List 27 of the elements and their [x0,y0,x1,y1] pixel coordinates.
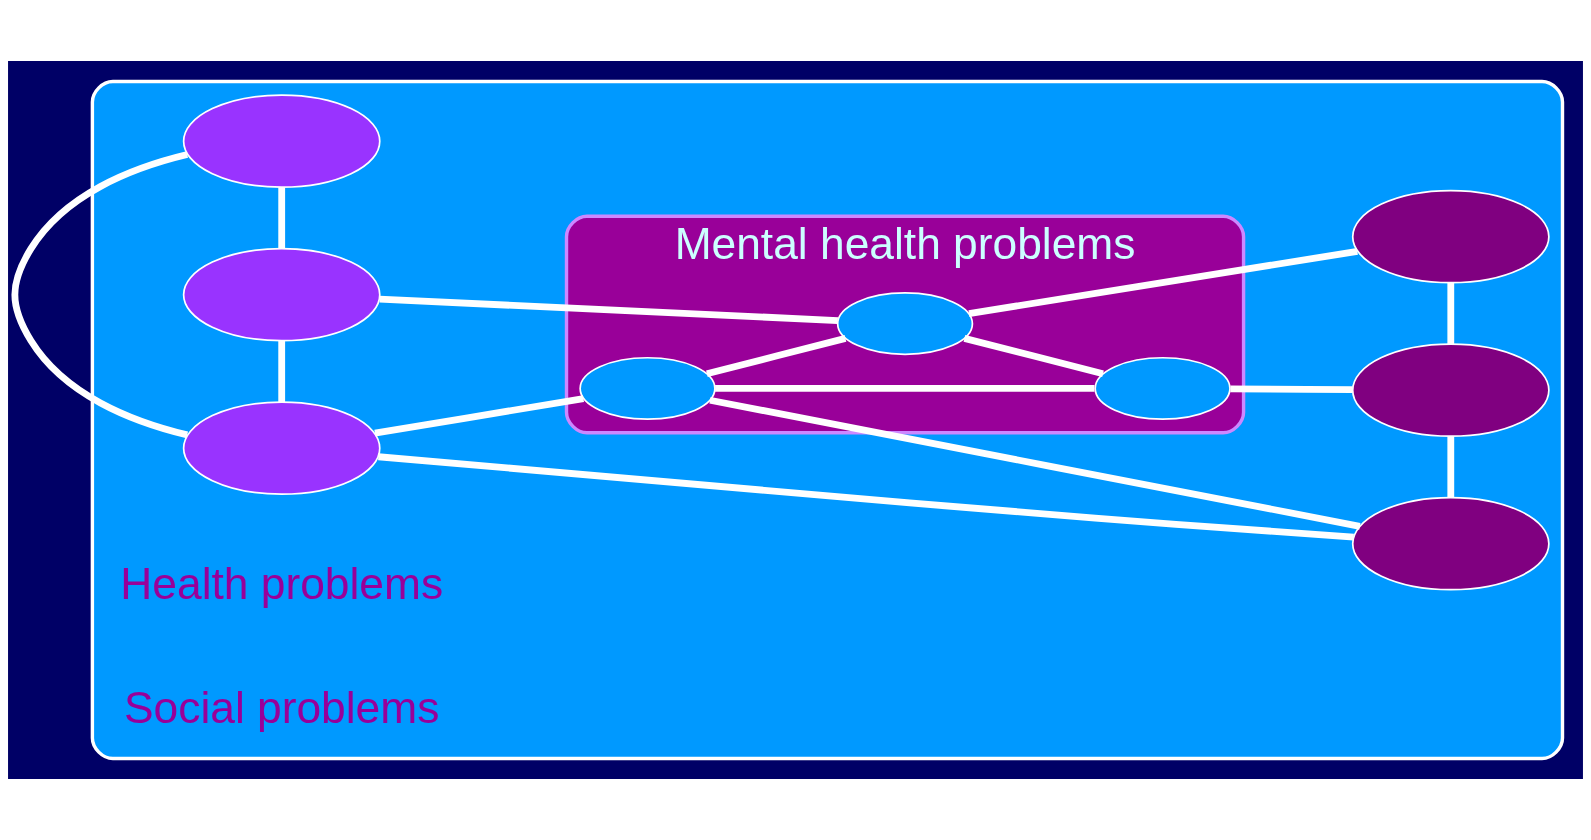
node-ellipse [182,247,381,342]
node-ellipse [1351,496,1550,591]
connector [715,385,1095,392]
node-ellipse [1351,343,1550,438]
node-ellipse [836,292,974,356]
connector [1447,436,1455,498]
connector [278,340,286,402]
connector [11,151,189,439]
connector [968,248,1358,318]
connector [706,335,847,378]
connector [278,187,286,249]
connector [709,396,1361,530]
connector [379,295,838,324]
label: Social problems [124,683,440,733]
node-ellipse [1094,356,1231,420]
connector [963,335,1104,377]
node-ellipse [182,94,381,189]
connector [378,453,1354,541]
label: Health problems [120,558,444,608]
node-ellipse [579,356,716,420]
connector [374,395,585,437]
connector [1230,385,1353,393]
cluster: Mental health problems [564,214,1246,435]
connector [1447,282,1455,344]
node-ellipse [182,401,381,496]
node-ellipse [1351,189,1550,284]
cluster [90,79,1565,761]
